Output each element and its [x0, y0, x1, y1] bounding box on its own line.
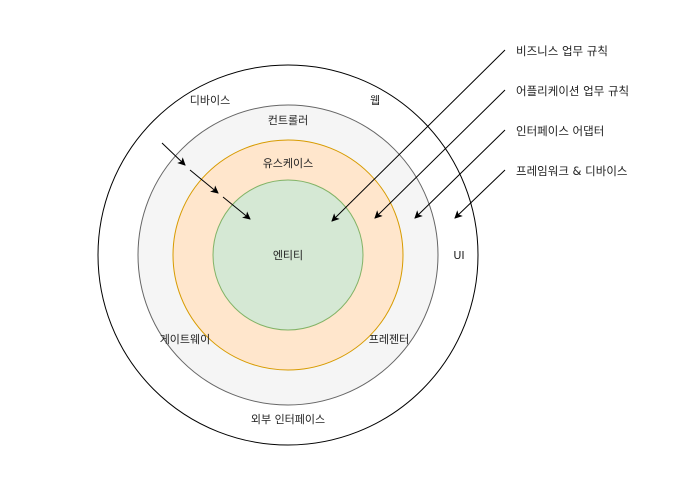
legend-arrow-application-rules: [374, 89, 506, 219]
label-devices: 디바이스: [190, 94, 230, 107]
label-external-interfaces: 외부 인터페이스: [251, 413, 325, 426]
dependency-arrow-middle: [189, 169, 219, 194]
label-use-cases: 유스케이스: [263, 157, 314, 170]
label-presenters: 프레젠터: [369, 333, 409, 346]
dependency-arrow-inner: [222, 196, 251, 220]
legend-application-rules: 어플리케이션 업무 규칙: [516, 84, 629, 98]
legend-arrow-business-rules: [331, 49, 506, 222]
label-controllers: 컨트롤러: [268, 114, 308, 127]
label-web: 웹: [370, 94, 380, 107]
label-gateways: 게이트웨이: [160, 333, 211, 346]
label-ui: UI: [453, 249, 464, 262]
legend-arrow-interface-adapters: [414, 129, 506, 219]
label-entities: 엔티티: [273, 249, 303, 262]
legend-frameworks-devices: 프레임워크 & 디바이스: [516, 164, 628, 178]
legend-interface-adapters: 인터페이스 어댑터: [516, 124, 604, 138]
legend-business-rules: 비즈니스 업무 규칙: [516, 44, 608, 58]
legend-arrow-frameworks-devices: [454, 169, 506, 219]
dependency-arrow-outer: [161, 142, 186, 166]
